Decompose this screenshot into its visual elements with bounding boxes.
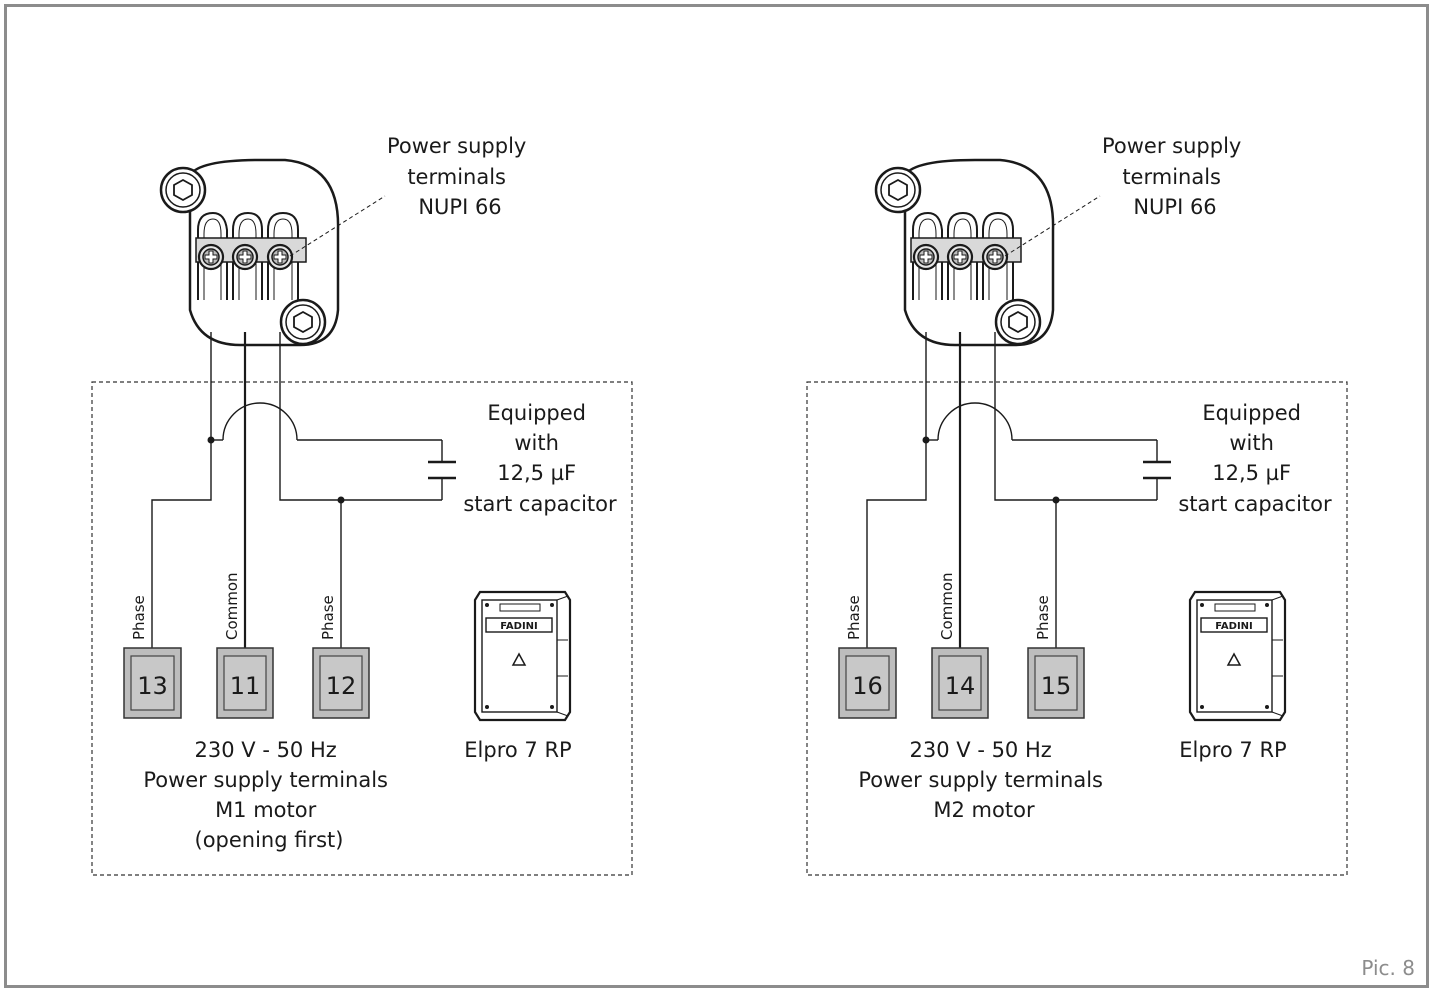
svg-text:13: 13 [137, 672, 168, 700]
panel-m2: Power supply terminals NUPI 66 Equipped … [806, 134, 1348, 876]
panel-m1: Power supply terminals NUPI 66 [91, 134, 633, 876]
terminal-13: 13 Phase [123, 595, 182, 719]
unit-label: Elpro 7 RP [464, 738, 571, 762]
nupi-66-terminal-block [159, 158, 340, 347]
terminal-14: 14 Common [931, 572, 989, 719]
svg-text:11: 11 [230, 672, 261, 700]
supply-label: 230 V - 50 Hz Power supply terminals M2 … [858, 738, 1109, 822]
svg-text:FADINI: FADINI [1215, 621, 1253, 632]
svg-text:Common: Common [938, 572, 956, 640]
capacitor-label: Equipped with 12,5 µF start capacitor [463, 401, 617, 516]
svg-text:Phase: Phase [130, 595, 148, 640]
wiring-m1 [151, 332, 456, 648]
control-unit-outline [806, 381, 1348, 876]
svg-text:15: 15 [1041, 672, 1072, 700]
screw-icon [231, 243, 259, 271]
screw-icon [266, 243, 294, 271]
svg-text:FADINI: FADINI [500, 621, 538, 632]
svg-text:Phase: Phase [845, 595, 863, 640]
svg-text:Phase: Phase [319, 595, 337, 640]
screw-icon [912, 243, 940, 271]
terminal-16: 16 Phase [838, 595, 897, 719]
screw-icon [946, 243, 974, 271]
figure-label: Pic. 8 [1361, 956, 1415, 980]
elpro-control-unit-icon: FADINI [473, 590, 572, 722]
unit-label: Elpro 7 RP [1179, 738, 1286, 762]
svg-text:16: 16 [852, 672, 883, 700]
supply-label: 230 V - 50 Hz Power supply terminals M1 … [143, 738, 394, 852]
screw-icon [981, 243, 1009, 271]
wiring-m2 [866, 332, 1171, 648]
terminal-11: 11 Common [216, 572, 274, 719]
terminal-15: 15 Phase [1027, 595, 1085, 719]
control-unit-outline [91, 381, 633, 876]
svg-text:Common: Common [223, 572, 241, 640]
nupi-label: Power supply terminals NUPI 66 [1102, 134, 1248, 219]
terminal-12: 12 Phase [312, 595, 370, 719]
svg-text:14: 14 [945, 672, 976, 700]
svg-text:Phase: Phase [1034, 595, 1052, 640]
capacitor-label: Equipped with 12,5 µF start capacitor [1178, 401, 1332, 516]
elpro-control-unit-icon: FADINI [1188, 590, 1287, 722]
screw-icon [197, 243, 225, 271]
svg-text:12: 12 [326, 672, 357, 700]
nupi-66-terminal-block [874, 158, 1055, 347]
nupi-label: Power supply terminals NUPI 66 [387, 134, 533, 219]
